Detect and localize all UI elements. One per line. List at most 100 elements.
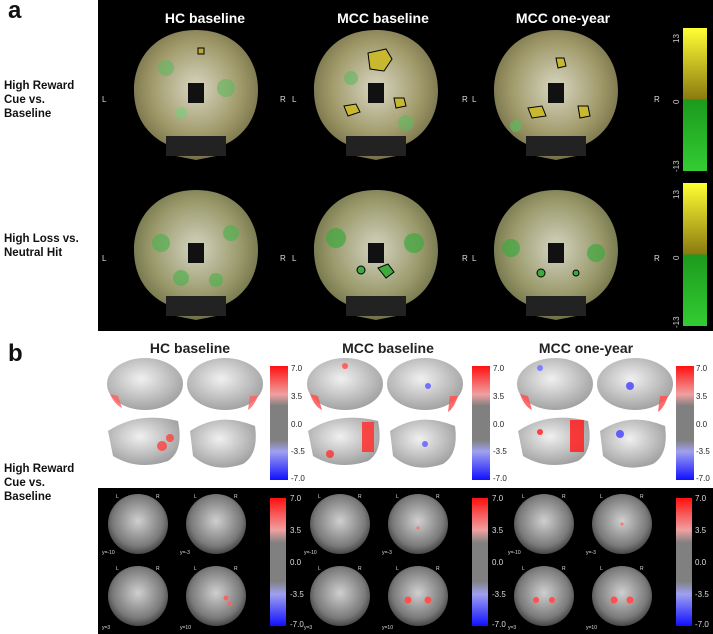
- lr-label-R: R: [640, 566, 644, 572]
- cb-mri-tick-3.5: 3.5: [290, 526, 302, 535]
- panel-b-letter: b: [8, 340, 23, 367]
- lr-label-R: R: [234, 566, 238, 572]
- cb-tick-13: 13: [672, 190, 681, 199]
- lr-label-R: R: [156, 494, 160, 500]
- lr-label-L: L: [194, 494, 197, 500]
- lr-label-L: L: [600, 566, 603, 572]
- cb-b-tick-neg3.5: -3.5: [493, 447, 507, 456]
- cb-b-tick-0: 0.0: [696, 420, 708, 429]
- panel-b-col-title-mcc-oneyear: MCC one-year: [538, 340, 634, 356]
- slice-label: y=-3: [382, 550, 392, 556]
- panel-b-surfaces: [107, 358, 673, 468]
- lr-label-R: R: [280, 254, 286, 263]
- brain-coronal-mcc-oneyear-row1: [494, 30, 618, 160]
- lr-label-L: L: [292, 95, 297, 104]
- lr-label-R: R: [462, 95, 468, 104]
- lr-label-R: R: [654, 95, 660, 104]
- panel-a-col-title-mcc-baseline: MCC baseline: [337, 10, 429, 26]
- lr-label-L: L: [472, 95, 477, 104]
- panel-a-figure: HC baseline MCC baseline MCC one-year: [98, 0, 713, 331]
- lr-label-L: L: [194, 566, 197, 572]
- lr-label-L: L: [116, 494, 119, 500]
- cb-b-tick-neg7: -7.0: [291, 474, 305, 483]
- lr-label-R: R: [462, 254, 468, 263]
- slice-label: y=3: [102, 625, 111, 631]
- cb-b-tick-neg7: -7.0: [493, 474, 507, 483]
- cb-mri-tick-neg7: -7.0: [492, 620, 506, 629]
- cb-mri-tick-neg7: -7.0: [695, 620, 709, 629]
- lr-label-L: L: [522, 494, 525, 500]
- slice-label: y=10: [180, 625, 191, 631]
- cb-mri-tick-0: 0.0: [492, 558, 504, 567]
- lr-label-L: L: [522, 566, 525, 572]
- lr-label-L: L: [396, 494, 399, 500]
- lr-label-R: R: [234, 494, 238, 500]
- panel-a-letter: a: [8, 0, 22, 24]
- lr-label-R: R: [358, 566, 362, 572]
- cb-b-tick-3.5: 3.5: [696, 392, 708, 401]
- panel-b-surface-colorbar-mcc-oneyear: [676, 366, 694, 480]
- cb-mri-tick-neg3.5: -3.5: [695, 590, 709, 599]
- lateral-surface-right: [187, 358, 263, 410]
- medial-surface-left: [108, 417, 180, 465]
- lr-label-R: R: [156, 566, 160, 572]
- slice-label: y=10: [586, 625, 597, 631]
- surface-group-mcc-oneyear: [517, 358, 673, 468]
- panel-a-colorbar-row1: [683, 28, 707, 171]
- panel-b-mri-colorbar-hc: [270, 498, 286, 626]
- lr-label-R: R: [358, 494, 362, 500]
- lr-label-R: R: [640, 494, 644, 500]
- cb-b-tick-neg3.5: -3.5: [291, 447, 305, 456]
- lr-label-L: L: [102, 95, 107, 104]
- cb-b-tick-3.5: 3.5: [493, 392, 505, 401]
- cb-mri-tick-7: 7.0: [290, 494, 302, 503]
- cb-mri-tick-neg7: -7.0: [290, 620, 304, 629]
- cb-mri-tick-neg3.5: -3.5: [492, 590, 506, 599]
- lr-label-L: L: [318, 494, 321, 500]
- lr-label-L: L: [102, 254, 107, 263]
- cb-b-tick-7: 7.0: [696, 364, 708, 373]
- cb-mri-tick-neg3.5: -3.5: [290, 590, 304, 599]
- slice-label: y=-10: [304, 550, 317, 556]
- cb-mri-tick-0: 0.0: [695, 558, 707, 567]
- cb-mri-tick-3.5: 3.5: [695, 526, 707, 535]
- mri-col-mcc-baseline: [310, 494, 448, 626]
- panel-a-col-title-hc: HC baseline: [164, 10, 246, 26]
- medial-surface-right: [190, 419, 256, 468]
- cb-tick-0: 0: [672, 99, 681, 104]
- cb-b-tick-neg3.5: -3.5: [696, 447, 710, 456]
- lr-label-L: L: [600, 494, 603, 500]
- cb-tick-neg13: -13: [672, 160, 681, 172]
- lr-label-R: R: [280, 95, 286, 104]
- panel-b-mri-colorbar-mcc-oneyear: [676, 498, 692, 626]
- cb-tick-0: 0: [672, 255, 681, 260]
- slice-label: y=10: [382, 625, 393, 631]
- lr-label-L: L: [472, 254, 477, 263]
- lr-label-R: R: [436, 566, 440, 572]
- cb-mri-tick-3.5: 3.5: [492, 526, 504, 535]
- lr-label-R: R: [654, 254, 660, 263]
- slice-label: y=-3: [180, 550, 190, 556]
- panel-a-row2-label: High Loss vs. Neutral Hit: [4, 233, 79, 259]
- slice-label: y=3: [304, 625, 313, 631]
- brain-coronal-mcc-baseline-row1: [314, 30, 438, 160]
- panel-a-row1-label: High Reward Cue vs. Baseline: [4, 80, 75, 120]
- cb-mri-tick-0: 0.0: [290, 558, 302, 567]
- cb-mri-tick-7: 7.0: [492, 494, 504, 503]
- slice-label: y=-3: [586, 550, 596, 556]
- panel-b-row-label: High Reward Cue vs. Baseline: [4, 463, 75, 503]
- panel-a-col-title-mcc-oneyear: MCC one-year: [515, 10, 611, 26]
- panel-b-mri-grid: y=-10 y=-3 y=3 y=10 y=-10 y=-3 y=3 y=10 …: [98, 488, 713, 634]
- cb-tick-neg13: -13: [672, 316, 681, 328]
- lateral-surface-left: [107, 358, 183, 410]
- panel-b-surface-colorbar-hc: [270, 366, 288, 480]
- brain-coronal-hc-row2: [134, 190, 258, 320]
- cb-b-tick-7: 7.0: [493, 364, 505, 373]
- lr-label-L: L: [116, 566, 119, 572]
- mri-col-mcc-oneyear: [514, 494, 652, 626]
- surface-group-mcc-baseline: [307, 358, 463, 468]
- lr-label-R: R: [436, 494, 440, 500]
- panel-b-col-title-mcc-baseline: MCC baseline: [342, 340, 434, 356]
- brain-coronal-hc-row1: [134, 30, 258, 160]
- cb-tick-13: 13: [672, 34, 681, 43]
